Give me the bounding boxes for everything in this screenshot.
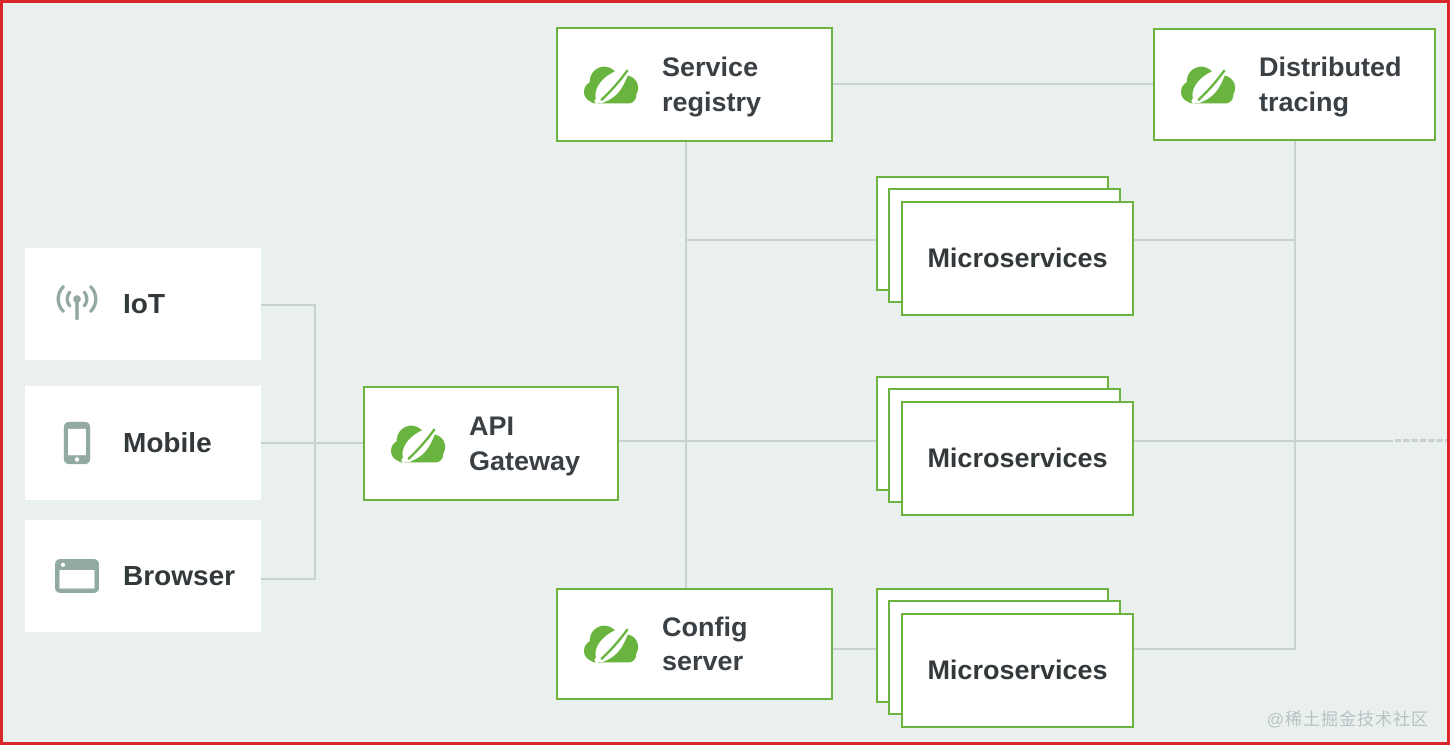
connector-iot-stub (261, 304, 316, 306)
connector-dashed-continuation (1395, 439, 1447, 442)
connector-browser-stub (261, 578, 316, 580)
node-microservices-stack-1: Microservices (876, 176, 1134, 316)
node-client-browser: Browser (25, 520, 261, 632)
connector-microservices-2-to-right (1108, 440, 1393, 442)
connector-trunk-right (1294, 141, 1296, 650)
node-label: API Gateway (469, 411, 581, 476)
connector-microservices-1-to-tracing (1108, 239, 1296, 241)
node-service-registry: Service registry (556, 27, 833, 142)
client-label: Browser (123, 560, 236, 591)
node-client-iot: IoT (25, 248, 261, 360)
connector-trunk-left (685, 142, 687, 588)
mobile-phone-icon (53, 420, 101, 466)
node-microservices-stack-2: Microservices (876, 376, 1134, 516)
spring-cloud-logo-icon (582, 60, 644, 110)
stack-card-front: Microservices (901, 401, 1134, 516)
node-api-gateway: API Gateway (363, 386, 619, 501)
spring-cloud-logo-icon (582, 619, 644, 669)
spring-cloud-logo-icon (1179, 60, 1241, 110)
connector-microservices-3-to-right (1108, 648, 1296, 650)
node-label: Config server (662, 611, 748, 676)
microservices-label: Microservices (927, 243, 1108, 273)
watermark-text: @稀土掘金技术社区 (1266, 710, 1429, 729)
iot-antenna-icon (53, 284, 101, 324)
node-microservices-stack-3: Microservices (876, 588, 1134, 728)
node-label: Distributed tracing (1259, 52, 1402, 117)
browser-window-icon (53, 558, 101, 594)
client-label: IoT (123, 288, 165, 319)
node-label: Service registry (662, 52, 762, 117)
client-label: Mobile (123, 427, 212, 458)
connector-gateway-to-microservices-2 (619, 440, 911, 442)
stack-card-front: Microservices (901, 201, 1134, 316)
connector-config-to-microservices-3 (833, 648, 911, 650)
node-client-mobile: Mobile (25, 386, 261, 500)
connector-trunk-to-microservices-1 (686, 239, 901, 241)
node-config-server: Config server (556, 588, 833, 700)
stack-card-front: Microservices (901, 613, 1134, 728)
connector-registry-to-tracing (833, 83, 1153, 85)
microservices-label: Microservices (927, 443, 1108, 473)
spring-cloud-logo-icon (389, 419, 451, 469)
microservices-label: Microservices (927, 655, 1108, 685)
node-distributed-tracing: Distributed tracing (1153, 28, 1436, 141)
connector-mobile-to-gateway (261, 442, 365, 444)
